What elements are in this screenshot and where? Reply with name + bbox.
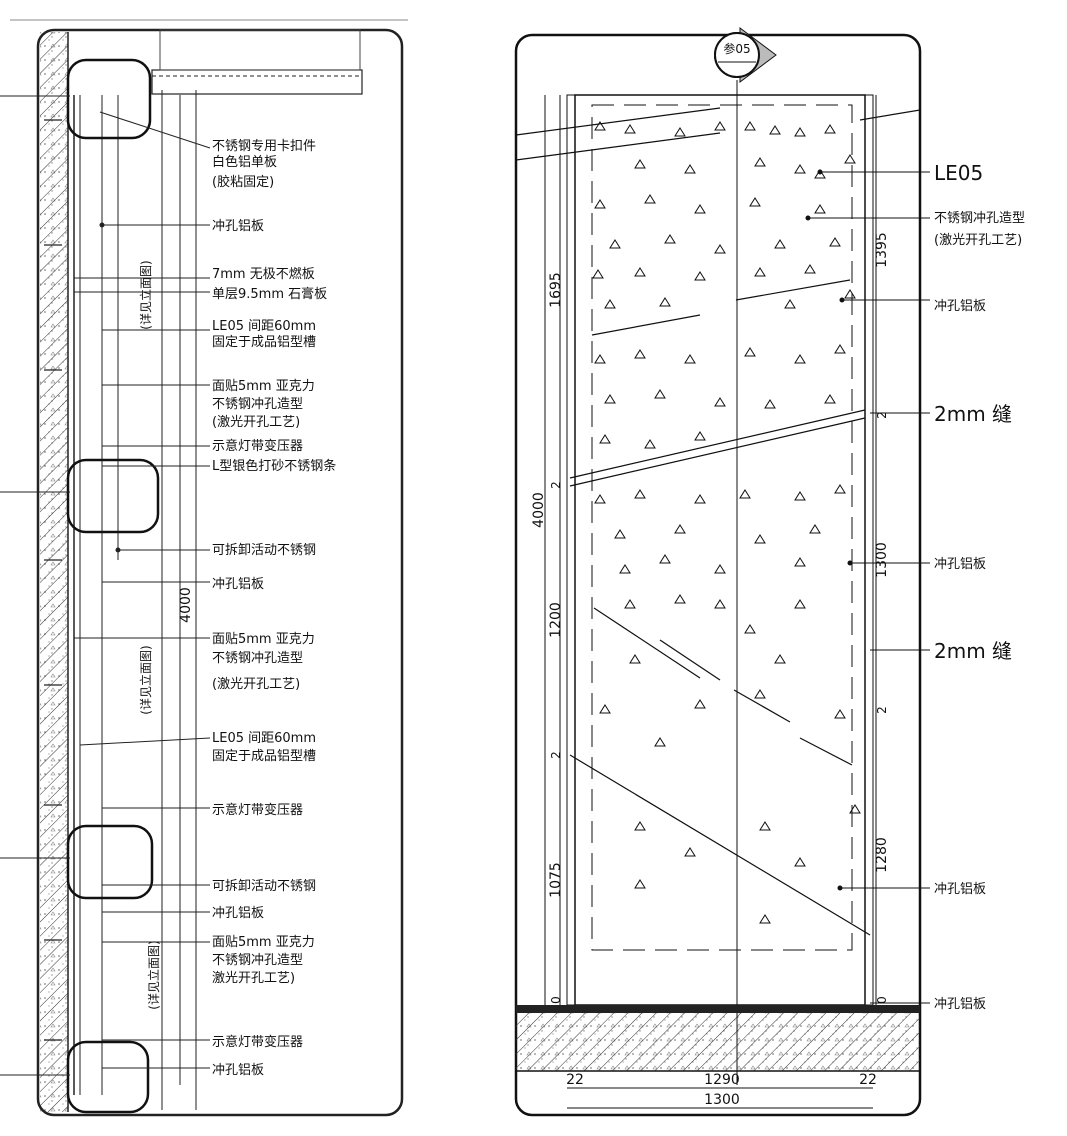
detail-bubble [66,824,154,900]
label: 冲孔铝板 [934,557,986,572]
label: 冲孔铝板 [934,882,986,897]
label: LE05 间距60mm [212,731,316,746]
label: 冲孔铝板 [212,577,264,592]
label: 不锈钢冲孔造型 [212,651,303,666]
right-elevation: 参05 [514,27,1025,1117]
dim-left: 1200 [548,602,564,638]
dim-bottom-total: 1300 [704,1092,740,1108]
dim-right: 1280 [874,837,890,873]
right-frame [514,33,922,1117]
label: (激光开孔工艺) [212,415,300,430]
label: 可拆卸活动不锈钢 [212,878,316,894]
dim-bottom: 22 [566,1072,584,1088]
label-seam: 2mm 缝 [934,402,1012,426]
dim-4000: 4000 [178,587,194,623]
label: 不锈钢冲孔造型 [934,211,1025,226]
label: 冲孔铝板 [212,219,264,234]
label: 冲孔铝板 [934,299,986,314]
label: (胶粘固定) [212,174,274,190]
label: 单层9.5mm 石膏板 [212,286,327,302]
label: 不锈钢专用卡扣件 [212,139,316,154]
zero-mark: 0 [875,996,889,1004]
label: LE05 间距60mm [212,319,316,334]
detail-bubble [66,58,152,140]
seam-mark: 2 [549,481,563,489]
dim-bottom: 22 [859,1072,877,1088]
panel-inner-dashed [591,104,853,951]
label: 冲孔铝板 [212,1063,264,1078]
label-le05: LE05 [934,161,983,185]
label: 示意灯带变压器 [212,1034,303,1050]
seam-mark: 2 [875,706,889,714]
label: 冲孔铝板 [934,997,986,1012]
vertical-note: (详见立面图) [138,260,153,329]
vertical-note: (详见立面图) [146,940,161,1009]
ceiling-profile [151,69,363,95]
label-seam: 2mm 缝 [934,639,1012,663]
tag-text: 参05 [723,41,750,56]
label: 激光开孔工艺) [212,971,295,986]
panel-outline [574,94,866,1006]
label: 固定于成品铝型槽 [212,335,316,350]
dim-bottom: 1290 [704,1072,740,1088]
label: 示意灯带变压器 [212,802,303,818]
label: (激光开孔工艺) [212,677,300,692]
floor-line [516,1005,920,1013]
dim-right: 1300 [874,542,890,578]
label: 示意灯带变压器 [212,438,303,454]
label: 固定于成品铝型槽 [212,749,316,764]
label: 7mm 无极不燃板 [212,266,315,282]
detail-bubble [66,1040,150,1114]
seam-mark: 2 [875,411,889,419]
dim-left: 4000 [531,492,547,528]
label: 白色铝单板 [212,154,277,170]
vertical-note: (详见立面图) [138,645,153,714]
wall-concrete [40,32,68,1112]
label: 面贴5mm 亚克力 [212,379,315,394]
label: 不锈钢冲孔造型 [212,397,303,412]
label: 面贴5mm 亚克力 [212,632,315,647]
dim-right: 1395 [874,232,890,268]
zero-mark: 0 [549,996,563,1004]
label: 不锈钢冲孔造型 [212,953,303,968]
seam-mark: 2 [549,751,563,759]
perforation-pattern [592,121,861,924]
label: 冲孔铝板 [212,906,264,921]
detail-bubble [66,458,160,534]
label: L型银色打砂不锈钢条 [212,458,336,474]
dim-left: 1075 [548,862,564,898]
left-section: 4000 (详见立面图) (详见立面图) (详见立面图) 不锈钢专 [0,19,408,1117]
label: 面贴5mm 亚克力 [212,935,315,950]
dim-left: 1695 [548,272,564,308]
label: 可拆卸活动不锈钢 [212,542,316,558]
label: (激光开孔工艺) [934,233,1022,248]
